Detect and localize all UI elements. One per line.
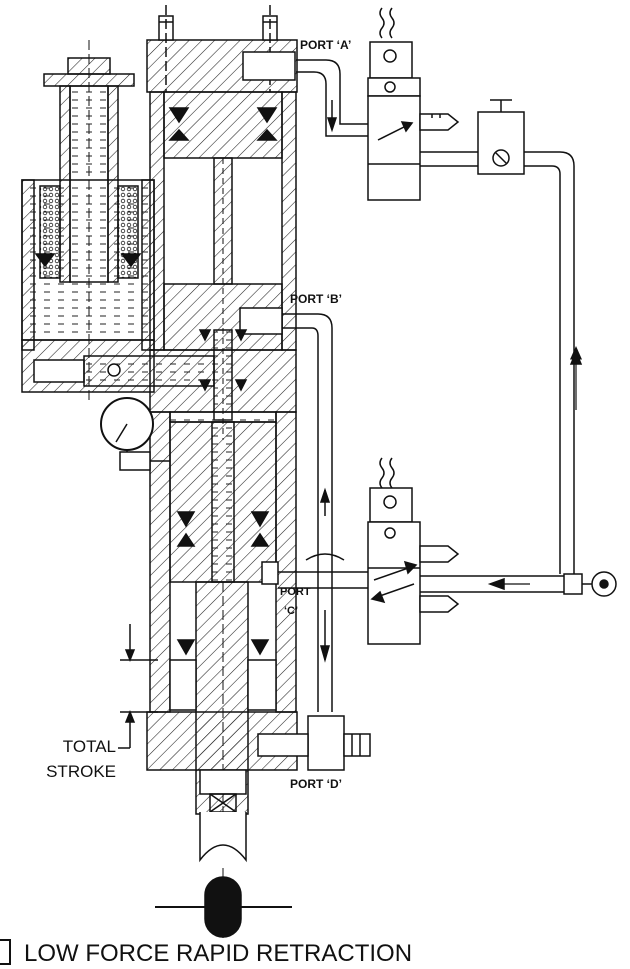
regulator <box>477 99 525 175</box>
pressure-gauge <box>100 397 170 471</box>
total-stroke-label-line2: STROKE <box>46 762 116 781</box>
port-a-line <box>296 59 368 137</box>
port-b-label: PORT ‘B’ <box>290 292 342 306</box>
caption-box <box>0 939 11 965</box>
port-d-fitting <box>257 715 371 771</box>
figure-caption: LOW FORCE RAPID RETRACTION <box>24 940 412 967</box>
upper-cylinder <box>149 91 297 440</box>
port-d-label: PORT ‘D’ <box>290 777 342 791</box>
lower-solenoid-valve <box>367 457 460 645</box>
total-stroke-label-line1: TOTAL <box>63 737 116 756</box>
port-b-line <box>282 313 333 712</box>
upper-solenoid-valve <box>367 7 460 201</box>
port-a-label: PORT ‘A’ <box>300 38 351 52</box>
top-end-cap <box>146 5 298 93</box>
workpiece <box>155 868 292 938</box>
hydraulic-reservoir <box>21 40 215 400</box>
port-c-label-line1: PORT <box>280 586 311 598</box>
air-return-line <box>420 151 617 597</box>
port-c-label-line2: ‘C’ <box>284 605 298 617</box>
port-c-line <box>261 553 368 663</box>
total-stroke-dimension <box>118 624 158 749</box>
